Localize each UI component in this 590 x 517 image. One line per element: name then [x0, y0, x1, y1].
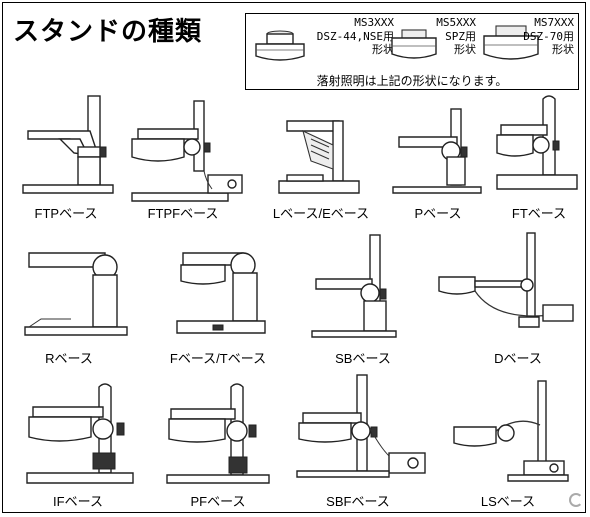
stand-label-ftpf: FTPFベース — [147, 206, 219, 221]
f-t-stand-illustration — [176, 252, 266, 334]
ftpf-stand-illustration — [131, 100, 243, 202]
d-stand-illustration — [438, 232, 574, 328]
stand-label-l-e: Lベース/Eベース — [272, 206, 370, 221]
stand-label-ls: LSベース — [480, 494, 536, 509]
if-stand-illustration — [26, 383, 134, 484]
stand-label-ftp: FTPベース — [34, 206, 98, 221]
corner-logo-icon — [569, 493, 583, 507]
ftp-stand-illustration — [22, 95, 114, 194]
r-stand-illustration — [24, 252, 128, 336]
legend-note: 落射照明は上記の形状になります。 — [316, 74, 508, 88]
stand-types-panel: スタンドの種類 MS3XXX DSZ-44,NSE用 形状 MS5XXX SPZ… — [2, 2, 586, 513]
l-e-stand-illustration — [278, 120, 360, 194]
page-title: スタンドの種類 — [13, 17, 203, 47]
stand-label-sb: SBベース — [335, 351, 391, 366]
ms5-head-illustration — [391, 29, 437, 59]
stand-label-if: IFベース — [53, 494, 103, 509]
stand-label-pf: PFベース — [190, 494, 246, 509]
pf-stand-illustration — [166, 383, 270, 484]
legend-head-3-model: MS7XXX — [534, 16, 574, 29]
ft-stand-illustration — [496, 95, 578, 190]
legend-head-2-shape: 形状 — [454, 43, 476, 56]
legend-head-3-shape: 形状 — [552, 43, 574, 56]
stand-label-r: Rベース — [45, 351, 93, 366]
stand-label-d: Dベース — [494, 351, 542, 366]
legend-head-3-desc: DSZ-70用 — [523, 30, 574, 43]
illumination-head-legend: MS3XXX DSZ-44,NSE用 形状 MS5XXX SPZ用 形状 MS7… — [245, 13, 579, 90]
legend-head-1-shape: 形状 — [372, 43, 394, 56]
legend-head-1-model: MS3XXX — [354, 16, 394, 29]
sb-stand-illustration — [311, 234, 397, 338]
stand-label-sbf: SBFベース — [326, 494, 390, 509]
legend-head-2-model: MS5XXX — [436, 16, 476, 29]
ms7-head-illustration — [483, 25, 539, 60]
legend-head-2-desc: SPZ用 — [445, 30, 476, 43]
stand-label-p: Pベース — [414, 206, 462, 221]
stand-label-f-t: Fベース/Tベース — [169, 351, 267, 366]
sbf-stand-illustration — [296, 374, 426, 478]
ls-stand-illustration — [453, 380, 569, 482]
ms3-head-illustration — [255, 30, 305, 61]
legend-head-1-desc: DSZ-44,NSE用 — [316, 30, 394, 43]
stand-label-ft: FTベース — [511, 206, 567, 221]
p-stand-illustration — [392, 108, 482, 194]
